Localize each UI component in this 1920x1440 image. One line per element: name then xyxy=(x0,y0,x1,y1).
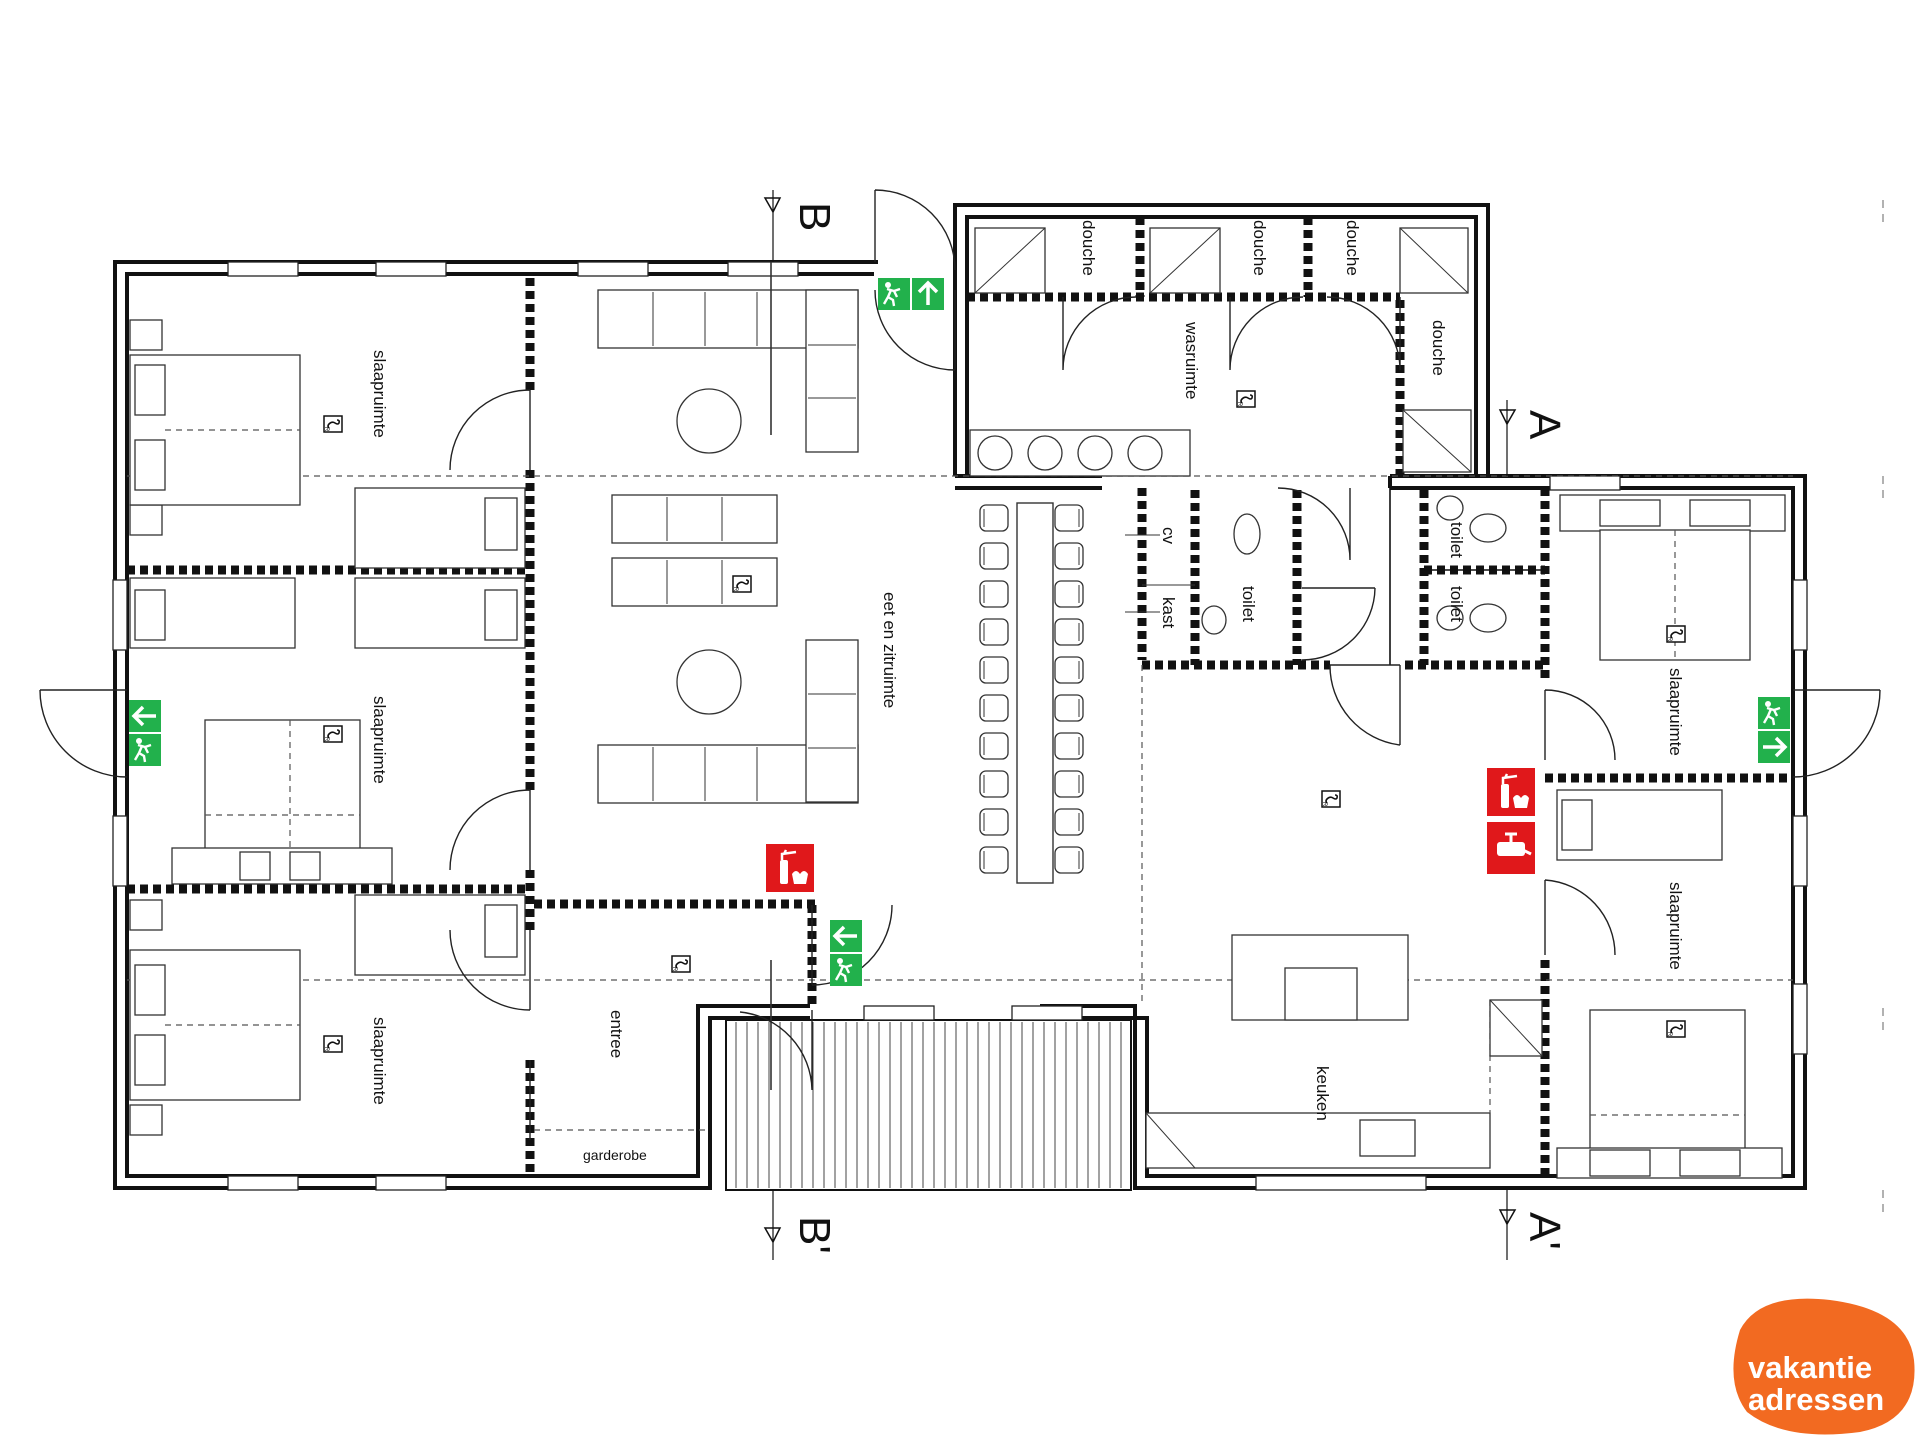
dining-chair xyxy=(1054,504,1084,532)
partitions xyxy=(127,217,1793,1176)
smoke-detector-icon xyxy=(670,955,691,973)
exit-arrow-icon xyxy=(910,276,946,312)
section-a-bottom-label: A' xyxy=(1520,1212,1569,1250)
room-label-bedroom-2: slaapruimte xyxy=(370,696,389,784)
dining-chair xyxy=(979,656,1009,684)
room-label-kast: kast xyxy=(1159,597,1178,628)
room-label-bedroom-1: slaapruimte xyxy=(370,350,389,438)
room-label-bedroom-5: slaapruimte xyxy=(1666,882,1685,970)
dining-chair xyxy=(979,694,1009,722)
room-label-garderobe: garderobe xyxy=(583,1147,647,1163)
dining-chair xyxy=(1054,694,1084,722)
dining-chair xyxy=(1054,618,1084,646)
room-label-washroom: wasruimte xyxy=(1182,321,1201,399)
emergency-exit-icon xyxy=(876,276,912,312)
section-b-bottom-label: B' xyxy=(790,1216,839,1254)
fire-hose-icon xyxy=(1487,822,1535,874)
dining-chair xyxy=(1054,580,1084,608)
furniture-washroom xyxy=(969,227,1545,665)
smoke-detector-icon xyxy=(322,1035,343,1053)
dining-chair xyxy=(1054,656,1084,684)
smoke-detector-icon xyxy=(1320,790,1341,808)
smoke-detector-icon xyxy=(731,575,752,593)
dining-chair xyxy=(979,542,1009,570)
room-label-kitchen: keuken xyxy=(1313,1066,1332,1121)
logo-line-2: adressen xyxy=(1748,1382,1884,1417)
emergency-exit-icon xyxy=(127,732,163,768)
fire-extinguisher-icon xyxy=(764,842,816,894)
vakantieadressen-logo: vakantie adressen xyxy=(1733,1298,1915,1435)
windows xyxy=(112,261,1808,1191)
exit-arrow-icon xyxy=(127,698,163,734)
room-label-shower-1: douche xyxy=(1079,220,1098,276)
logo-line-1: vakantie xyxy=(1748,1350,1872,1385)
room-label-bedroom-3: slaapruimte xyxy=(370,1017,389,1105)
smoke-detector-icon xyxy=(1665,1020,1686,1038)
room-label-shower-2: douche xyxy=(1250,220,1269,276)
section-b-top-label: B xyxy=(790,202,839,231)
dining-chair xyxy=(979,732,1009,760)
dining-chair xyxy=(1054,846,1084,874)
room-label-shower-4: douche xyxy=(1429,320,1448,376)
room-label-entree: entree xyxy=(607,1010,626,1058)
dining-chair xyxy=(979,808,1009,836)
room-label-cv: cv xyxy=(1159,527,1178,545)
section-a-top-label: A xyxy=(1520,410,1569,440)
emergency-exit-icon xyxy=(1756,695,1792,731)
smoke-detector-icon xyxy=(322,725,343,743)
room-label-shower-3: douche xyxy=(1343,220,1362,276)
room-label-bedroom-4: slaapruimte xyxy=(1666,668,1685,756)
room-label-toilet-1: toilet xyxy=(1239,586,1258,622)
dining-chair xyxy=(979,580,1009,608)
doors xyxy=(39,189,1881,1140)
smoke-detector-icon xyxy=(1665,625,1686,643)
exit-arrow-icon xyxy=(1756,729,1792,765)
dining-chair xyxy=(979,504,1009,532)
furniture-living xyxy=(597,262,1054,1090)
room-label-toilet-2: toilet xyxy=(1447,522,1466,558)
dining-chair xyxy=(1054,770,1084,798)
smoke-detector-icon xyxy=(1235,390,1256,408)
dining-chair xyxy=(1054,808,1084,836)
furniture-bedroom-right xyxy=(1556,494,1786,1179)
dining-chair xyxy=(979,846,1009,874)
emergency-exit-icon xyxy=(828,952,864,988)
fire-extinguisher-icon xyxy=(1485,766,1537,818)
dining-chair xyxy=(979,618,1009,646)
exit-arrow-icon xyxy=(828,918,864,954)
room-label-living: eet en zitruimte xyxy=(880,592,899,708)
room-label-toilet-3: toilet xyxy=(1447,586,1466,622)
dining-chair xyxy=(1054,732,1084,760)
terrace-decking xyxy=(735,1022,1122,1188)
smoke-detector-icon xyxy=(322,415,343,433)
furniture-kitchen xyxy=(1145,934,1543,1169)
dining-chair xyxy=(1054,542,1084,570)
section-markers: B B' A A' xyxy=(763,190,1569,1260)
dining-chair xyxy=(979,770,1009,798)
